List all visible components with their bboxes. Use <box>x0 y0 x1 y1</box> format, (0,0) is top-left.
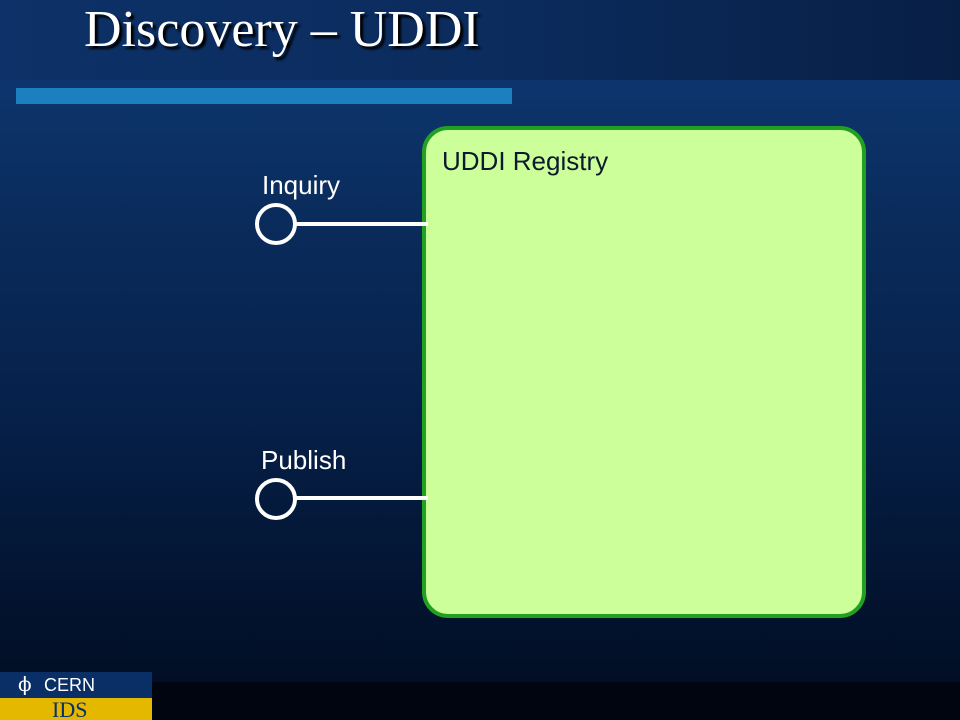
logo-ids-text: IDS <box>52 697 88 720</box>
slide-title: Discovery – UDDI <box>84 1 480 58</box>
uddi-registry-box <box>422 126 866 618</box>
inquiry-interface-icon <box>255 203 297 245</box>
cern-ids-logo: ϕ CERN IDS <box>0 672 152 720</box>
logo-cern-text: CERN <box>44 675 96 695</box>
title-underline-bar <box>16 88 512 104</box>
cern-logo-icon: ϕ <box>18 672 32 696</box>
footer-strip <box>0 682 960 720</box>
publish-label: Publish <box>261 445 347 475</box>
title-band <box>0 0 960 80</box>
logo-top-band: ϕ CERN <box>0 672 152 698</box>
inquiry-label: Inquiry <box>262 170 341 200</box>
registry-label: UDDI Registry <box>442 146 609 176</box>
logo-bottom-band: IDS <box>0 698 152 720</box>
publish-interface-icon <box>255 478 297 520</box>
